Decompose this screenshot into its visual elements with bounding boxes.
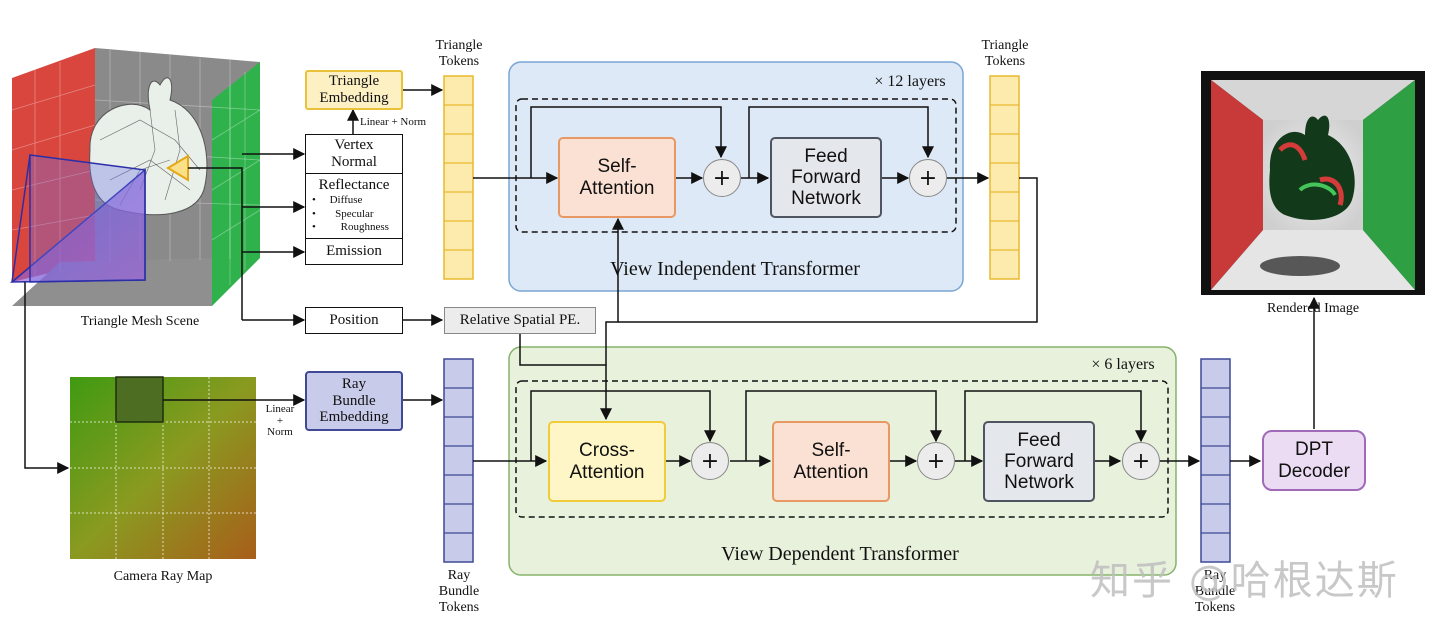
triangle-embedding-line2: Embedding (319, 90, 389, 106)
linear-norm-bottom-label: Linear+Norm (258, 403, 302, 439)
vd-ffn-line3: Network (1004, 472, 1074, 494)
linear-norm-bottom-line1: Linear (265, 403, 295, 415)
position-node: Position (305, 307, 403, 334)
vd-cross-attention-line1: Cross- (579, 440, 635, 462)
relative-spatial-pe-label: Relative Spatial PE. (459, 312, 581, 329)
vi-add-2-symbol: + (918, 165, 938, 191)
reflectance-item-specular-text: Specular (335, 207, 374, 220)
watermark: 知乎 @哈根达斯 (1090, 558, 1399, 604)
vi-self-attention-line2: Attention (579, 177, 655, 199)
vd-title: View Dependent Transformer (721, 543, 959, 565)
vi-title: View Independent Transformer (610, 258, 860, 280)
reflectance-item-specular: • Specular (312, 207, 374, 220)
vd-self-attention-line2: Attention (793, 461, 869, 483)
vd-cross-attention-node: Cross-Attention (548, 421, 666, 502)
vd-ffn-line1: Feed (1017, 429, 1061, 451)
camera-ray-map-image (70, 376, 256, 559)
reflectance-node: Reflectance • Diffuse • Specular • Rough… (305, 173, 403, 239)
emission-node: Emission (305, 238, 403, 265)
position-label: Position (329, 312, 379, 329)
connectors (24, 84, 1320, 474)
dpt-decoder-line1: DPT (1294, 439, 1333, 461)
triangle-embedding-line1: Triangle (328, 73, 380, 90)
vd-layer-dashed-box (515, 380, 1169, 518)
vi-add-1-symbol: + (712, 165, 732, 191)
camera-ray-map-label: Camera Ray Map (113, 569, 213, 584)
ray-bundle-tokens-right (1200, 358, 1231, 563)
triangle-tokens-right-line1: Triangle (981, 38, 1029, 53)
vertex-normal-line2: Normal (331, 154, 377, 170)
vd-cross-attention-line2: Attention (569, 461, 645, 483)
vd-self-attention-node: Self-Attention (772, 421, 890, 502)
ray-bundle-embedding-line2: Bundle (332, 392, 376, 409)
ray-bundle-tokens-right-line2: Bundle (1194, 584, 1236, 600)
reflectance-title: Reflectance (318, 177, 390, 193)
relative-spatial-pe-node: Relative Spatial PE. (444, 307, 596, 334)
linear-norm-bottom-line3: Norm (267, 426, 293, 439)
triangle-tokens-right (989, 75, 1020, 280)
ray-bundle-tokens-right-line3: Tokens (1194, 600, 1236, 616)
vd-add-node-2: + (917, 442, 955, 480)
vi-ffn-line1: Feed (804, 145, 848, 167)
triangle-tokens-right-line2: Tokens (984, 54, 1026, 70)
triangle-tokens-left-line1: Triangle (435, 38, 483, 53)
vd-add-1-symbol: + (700, 448, 720, 474)
vi-add-node-2: + (909, 159, 947, 197)
dpt-decoder-line2: Decoder (1278, 460, 1350, 482)
reflectance-item-diffuse: • Diffuse (312, 193, 363, 206)
vd-self-attention-line1: Self- (811, 440, 851, 462)
vertex-normal-line1: Vertex (334, 137, 374, 154)
linear-norm-bottom-line2: + (276, 414, 284, 427)
linear-norm-top-label: Linear + Norm (360, 116, 427, 128)
triangle-mesh-scene-image (9, 48, 261, 306)
vi-layers-label: × 12 layers (874, 73, 946, 90)
reflectance-item-roughness-text: Roughness (340, 221, 389, 234)
reflectance-item-roughness: • Roughness (312, 221, 389, 234)
vi-ffn-line2: Forward (791, 166, 861, 188)
emission-label: Emission (326, 243, 382, 260)
vd-add-node-1: + (691, 442, 729, 480)
ray-bundle-tokens-right-line1: Ray (1203, 568, 1227, 583)
ray-bundle-tokens-left-line3: Tokens (438, 600, 480, 616)
ray-bundle-tokens-left-line2: Bundle (438, 584, 480, 600)
vd-add-node-3: + (1122, 442, 1160, 480)
triangle-tokens-left-line2: Tokens (438, 54, 480, 70)
vd-ffn-line2: Forward (1004, 450, 1074, 472)
vi-self-attention-line1: Self- (597, 156, 637, 178)
ray-bundle-embedding-line3: Embedding (319, 409, 389, 426)
rendered-image (1201, 71, 1425, 295)
vd-add-2-symbol: + (926, 448, 946, 474)
triangle-mesh-scene-label: Triangle Mesh Scene (80, 314, 200, 329)
vi-self-attention-node: Self-Attention (558, 137, 676, 218)
vd-layers-label: × 6 layers (1091, 356, 1155, 373)
vd-add-3-symbol: + (1131, 448, 1151, 474)
ray-bundle-tokens-left-line1: Ray (447, 568, 471, 583)
vi-ffn-line3: Network (791, 188, 861, 210)
ray-bundle-tokens-left (443, 358, 474, 563)
triangle-tokens-left (443, 75, 474, 280)
vi-add-node-1: + (703, 159, 741, 197)
rendered-image-label: Rendered Image (1266, 301, 1360, 316)
ray-bundle-embedding-line1: Ray (341, 375, 367, 392)
reflectance-item-diffuse-text: Diffuse (329, 193, 363, 206)
vi-layer-dashed-box (515, 98, 957, 233)
